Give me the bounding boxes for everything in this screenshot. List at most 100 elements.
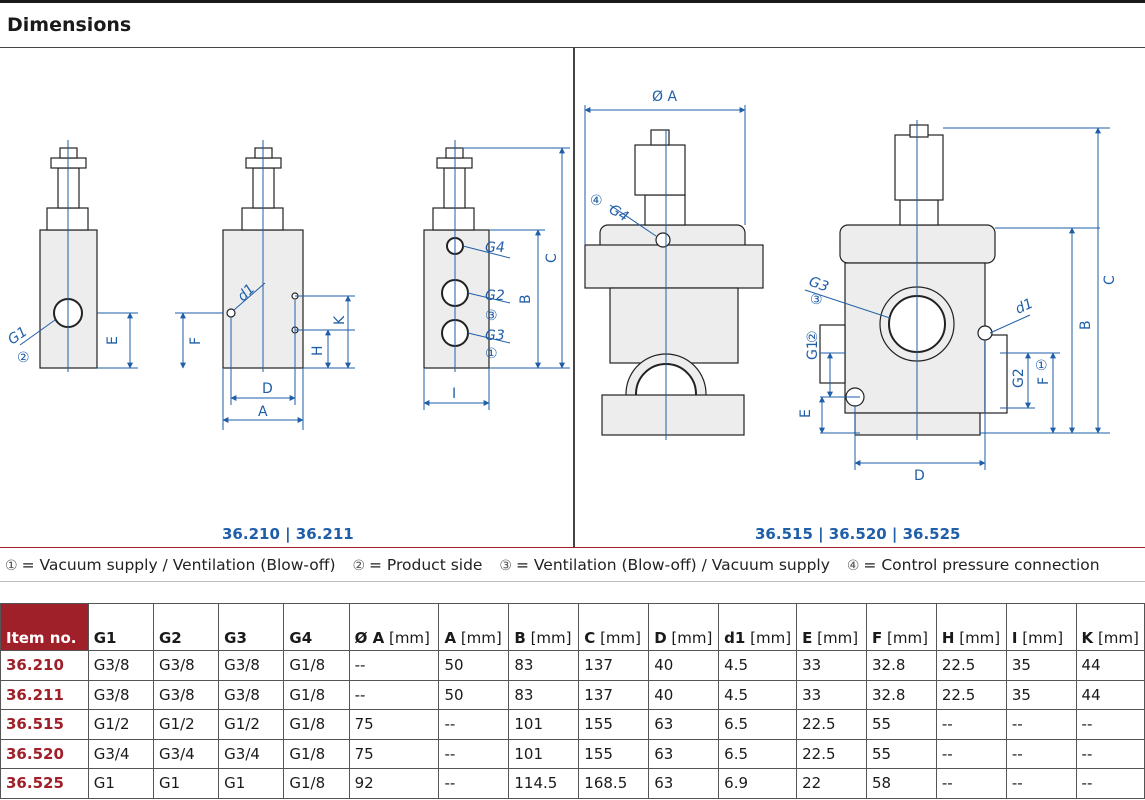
table-cell: -- <box>935 768 1007 799</box>
column-header-2: G2 <box>152 603 220 651</box>
legend-item-2: ②= Product side <box>352 556 482 574</box>
table-cell: G3/8 <box>218 679 285 710</box>
table-cell: 35 <box>1005 679 1077 710</box>
table-cell: G3/8 <box>87 679 154 710</box>
legend-divider <box>0 547 1145 548</box>
table-cell: 22.5 <box>935 650 1007 681</box>
label-e-right: E <box>798 409 814 418</box>
caption-right: 36.515 | 36.520 | 36.525 <box>755 525 961 543</box>
circle-3-label: ③ <box>485 308 498 324</box>
table-cell: 83 <box>508 679 580 710</box>
column-header-unit: [mm] <box>954 629 1001 647</box>
valve-view-5 <box>819 124 1008 436</box>
table-cell: G1 <box>152 768 220 799</box>
column-header-11: E [mm] <box>796 603 868 651</box>
table-cell: 22.5 <box>796 709 868 740</box>
item-number-cell: 36.520 <box>0 738 89 769</box>
table-cell: -- <box>348 679 440 710</box>
table-cell: -- <box>1075 768 1145 799</box>
column-header-name: A <box>444 629 457 647</box>
label-c-right: C <box>1102 275 1118 285</box>
valve-view-4 <box>584 129 764 436</box>
table-cell: 137 <box>578 679 650 710</box>
table-cell: 50 <box>438 679 510 710</box>
table-cell: 6.5 <box>718 709 798 740</box>
item-number-cell: 36.211 <box>0 679 89 710</box>
legend-num-4: ④ <box>846 558 860 574</box>
caption-left: 36.210 | 36.211 <box>222 525 354 543</box>
column-header-unit: [mm] <box>1017 629 1064 647</box>
table-cell: -- <box>1005 738 1077 769</box>
table-cell: 22 <box>796 768 868 799</box>
table-cell: G1/2 <box>218 709 285 740</box>
table-cell: 155 <box>578 709 650 740</box>
column-header-3: G3 <box>218 603 285 651</box>
column-header-4: G4 <box>283 603 350 651</box>
table-cell: 6.9 <box>718 768 798 799</box>
table-cell: G3/8 <box>87 650 154 681</box>
item-number-cell: 36.525 <box>0 768 89 799</box>
label-f: F <box>188 337 204 345</box>
table-cell: -- <box>1005 768 1077 799</box>
column-header-name: E <box>802 629 813 647</box>
table-cell: 4.5 <box>718 650 798 681</box>
label-a: A <box>258 404 268 420</box>
table-cell: 40 <box>648 650 720 681</box>
circle-3-label-right: ③ <box>810 292 823 308</box>
label-b-right: B <box>1078 320 1094 330</box>
page-title: Dimensions <box>7 14 132 36</box>
column-header-name: G1 <box>93 629 117 647</box>
table-cell: G1/2 <box>87 709 154 740</box>
label-g3: G3 <box>485 328 505 344</box>
column-header-unit: [mm] <box>745 629 792 647</box>
column-header-name: K <box>1081 629 1094 647</box>
legend-text-1: = Vacuum supply / Ventilation (Blow-off) <box>21 556 336 574</box>
dimension-drawings-svg: G1 ② E F d1 D A H K I G4 G2 ③ G3 ① B C Ø… <box>5 89 1118 484</box>
table-cell: G1/8 <box>283 768 350 799</box>
column-header-7: B [mm] <box>508 603 580 651</box>
column-header-name: B <box>514 629 526 647</box>
label-b: B <box>518 294 534 304</box>
table-cell: 168.5 <box>578 768 650 799</box>
table-cell: 32.8 <box>866 679 937 710</box>
column-header-unit: [mm] <box>595 629 642 647</box>
legend-text-4: = Control pressure connection <box>863 556 1100 574</box>
column-header-name: d1 <box>724 629 746 647</box>
table-cell: 114.5 <box>508 768 580 799</box>
table-cell: G3/4 <box>218 738 285 769</box>
table-cell: 75 <box>348 738 440 769</box>
column-header-name: Ø A <box>354 629 385 647</box>
label-c: C <box>544 253 560 263</box>
column-header-10: d1 [mm] <box>718 603 798 651</box>
label-k: K <box>332 315 348 325</box>
legend-num-2: ② <box>352 558 366 574</box>
table-cell: 63 <box>648 738 720 769</box>
item-number-cell: 36.515 <box>0 709 89 740</box>
column-header-9: D [mm] <box>648 603 720 651</box>
table-cell: 58 <box>866 768 937 799</box>
table-cell: -- <box>438 768 510 799</box>
label-d: D <box>262 381 273 397</box>
view-separator <box>573 48 575 548</box>
table-cell: 92 <box>348 768 440 799</box>
table-cell: G1 <box>218 768 285 799</box>
label-e: E <box>105 336 121 345</box>
table-cell: 137 <box>578 650 650 681</box>
table-cell: -- <box>438 738 510 769</box>
column-header-name: G2 <box>158 629 182 647</box>
legend-text-2: = Product side <box>369 556 483 574</box>
column-header-name: D <box>654 629 667 647</box>
table-cell: 22.5 <box>935 679 1007 710</box>
table-cell: G1 <box>87 768 154 799</box>
column-header-5: Ø A [mm] <box>348 603 440 651</box>
table-cell: 35 <box>1005 650 1077 681</box>
column-header-name: G4 <box>289 629 313 647</box>
circle-2-label-right: ② <box>805 330 821 343</box>
column-header-12: F [mm] <box>866 603 937 651</box>
table-cell: G1/8 <box>283 709 350 740</box>
